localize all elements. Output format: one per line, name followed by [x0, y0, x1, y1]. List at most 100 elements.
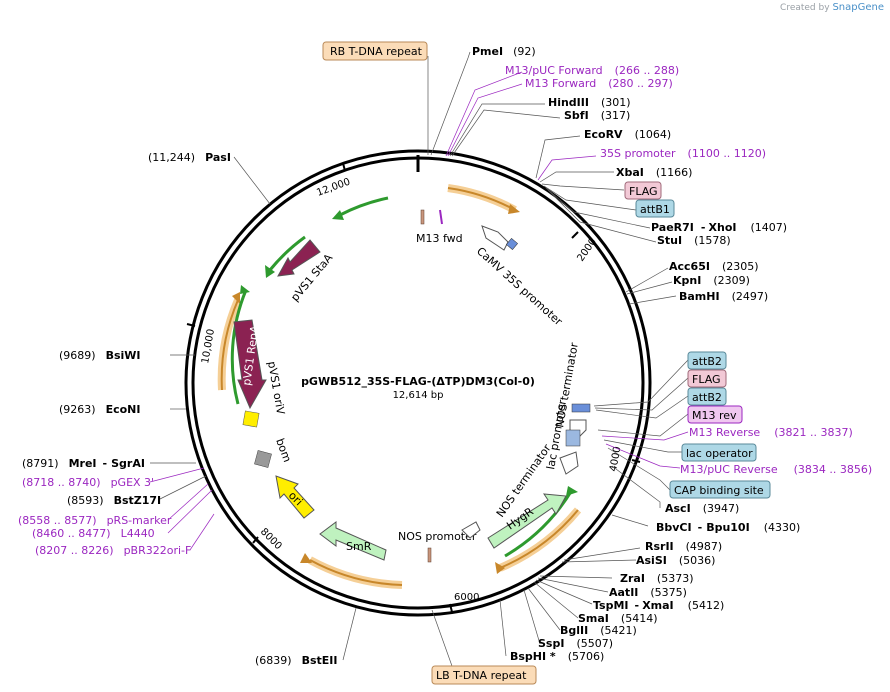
plasmid-length: 12,614 bp	[393, 390, 444, 401]
connector-lines	[427, 51, 689, 667]
svg-text:CAP binding site: CAP binding site	[674, 484, 764, 497]
site-aatii: AatII(5375)	[609, 586, 687, 599]
feature-camv: CaMV 35S promoter	[474, 245, 565, 329]
green-arc-2	[268, 235, 306, 271]
box-cap-site: CAP binding site	[669, 480, 771, 499]
hygr-arrow	[487, 493, 567, 549]
connector-lines-left	[149, 156, 357, 661]
primer-l4440: (8460 .. 8477)L4440	[32, 527, 155, 540]
box-attb2-2: attB2	[687, 387, 727, 406]
primer-m13-puc-rev: M13/pUC Reverse(3834 .. 3856)	[680, 463, 872, 476]
lb-label: LB T-DNA repeat	[436, 669, 527, 682]
feature-bom: bom	[273, 437, 294, 464]
feature-arc-top	[447, 184, 517, 214]
site-pasi: (11,244)PasI	[148, 151, 231, 164]
svg-text:attB1: attB1	[640, 203, 670, 216]
outer-features	[217, 184, 582, 589]
box-attb2-1: attB2	[687, 351, 727, 370]
primer-prs-marker: (8558 .. 8577)pRS-marker	[18, 514, 172, 527]
tick-4000: 4000	[608, 446, 623, 473]
primer-m13-reverse: M13 Reverse(3821 .. 3837)	[689, 426, 853, 439]
attb2-marks	[571, 403, 591, 413]
primer-pgex3: (8718 .. 8740)pGEX 3'	[22, 476, 154, 489]
site-bglii: BglII(5421)	[560, 624, 637, 637]
site-bamhi: BamHI(2497)	[679, 290, 768, 303]
site-acc65i: Acc65I(2305)	[669, 260, 759, 273]
camv-arrow	[481, 225, 509, 251]
tick-6000: 6000	[454, 592, 479, 603]
right-labels: PmeI(92) M13/pUC Forward(266 .. 288) M13…	[472, 45, 872, 663]
site-sbfi: SbfI(317)	[564, 109, 630, 122]
site-ecorv: EcoRV(1064)	[584, 128, 671, 141]
primer-pbr322ori-f: (8207 .. 8226)pBR322ori-F	[35, 544, 191, 557]
box-lac-operator: lac operator	[681, 443, 757, 462]
feature-smr: SmR	[346, 540, 372, 553]
bom-marker	[254, 450, 272, 468]
primer-35s: 35S promoter(1100 .. 1120)	[600, 147, 766, 160]
site-tspmi-xmai: TspMI-XmaI(5412)	[593, 599, 724, 612]
box-flag-2: FLAG	[687, 369, 727, 388]
svg-text:M13 rev: M13 rev	[692, 409, 737, 422]
pvs1-repa-arrow	[233, 319, 267, 410]
site-sspi: SspI(5507)	[538, 637, 613, 650]
plasmid-name: pGWB512_35S-FLAG-(ΔTP)DM3(Col-0)	[301, 375, 535, 388]
site-hindiii: HindIII(301)	[548, 96, 631, 109]
site-bsphi: BspHI *(5706)	[510, 650, 604, 663]
svg-text:FLAG: FLAG	[692, 373, 721, 386]
rb-label: RB T-DNA repeat	[330, 45, 423, 58]
tick-2000: 2000	[575, 237, 599, 264]
svg-text:attB2: attB2	[692, 355, 722, 368]
site-xbai: XbaI(1166)	[616, 166, 692, 179]
left-labels: (11,244)PasI (9689)BsiWI (9263)EcoNI (87…	[18, 151, 337, 667]
site-zrai: ZraI(5373)	[620, 572, 694, 585]
pvs1-staa-arrow	[277, 239, 321, 277]
nos-term-arrow-2	[559, 451, 579, 475]
lb-marker	[427, 547, 432, 563]
lb-box: LB T-DNA repeat	[431, 665, 537, 685]
tick-10000: 10,000	[200, 328, 217, 364]
rb-box: RB T-DNA repeat	[322, 41, 428, 61]
svg-text:attB2: attB2	[692, 391, 722, 404]
site-econi: (9263)EcoNI	[59, 403, 140, 416]
feature-pvs1-oriv: pVS1 oriV	[265, 360, 287, 416]
orange-arc-bottom	[308, 556, 403, 589]
lac-marks	[565, 429, 581, 447]
site-paer7i-xhoi: PaeR7I-XhoI(1407)	[651, 221, 787, 234]
credit-text: Created by	[780, 3, 830, 13]
box-flag-1: FLAG	[624, 181, 662, 200]
green-arc-bottom-right	[504, 489, 574, 558]
site-rsrii: RsrII(4987)	[645, 540, 722, 553]
svg-text:lac operator: lac operator	[686, 447, 753, 460]
box-m13-rev: M13 rev	[687, 405, 743, 424]
oriv-marker	[242, 410, 260, 428]
smr-arrow	[319, 521, 387, 561]
svg-text:FLAG: FLAG	[629, 185, 658, 198]
ori-arrow	[275, 475, 315, 519]
site-pmei: PmeI(92)	[472, 45, 536, 58]
site-kpni: KpnI(2309)	[673, 274, 750, 287]
site-bsiwi: (9689)BsiWI	[59, 349, 141, 362]
site-asci: AscI(3947)	[665, 502, 739, 515]
site-bstz17i: (8593)BstZ17I	[67, 494, 161, 507]
camv-blue-mark	[506, 238, 518, 250]
nos-prom-arrow	[461, 521, 481, 539]
snapgene-credit: Created by SnapGene	[780, 2, 884, 13]
m13-fwd-marker	[420, 209, 425, 225]
green-arc-left	[230, 289, 248, 405]
m13-fwd-purple-mark	[439, 209, 443, 225]
tick-8000: 8000	[258, 526, 284, 552]
snapgene-logo: SnapGene	[832, 2, 884, 13]
site-stui: StuI(1578)	[657, 234, 731, 247]
site-asisi: AsiSI(5036)	[636, 554, 715, 567]
site-bsteii: (6839)BstEII	[255, 654, 337, 667]
primer-m13-puc-fwd: M13/pUC Forward(266 .. 288)	[505, 64, 679, 77]
site-mrei-sgrai: (8791)MreI-SgrAI	[22, 457, 145, 470]
feature-m13-fwd: M13 fwd	[416, 232, 463, 245]
plasmid-backbone-outer	[184, 149, 652, 617]
site-bbvci-bpu10i: BbvCI-Bpu10I(4330)	[656, 521, 800, 534]
site-smai: SmaI(5414)	[578, 612, 657, 625]
primer-m13-fwd: M13 Forward(280 .. 297)	[525, 77, 673, 90]
feature-nos-prom: NOS promoter	[398, 530, 477, 543]
green-arc-1	[339, 196, 389, 217]
